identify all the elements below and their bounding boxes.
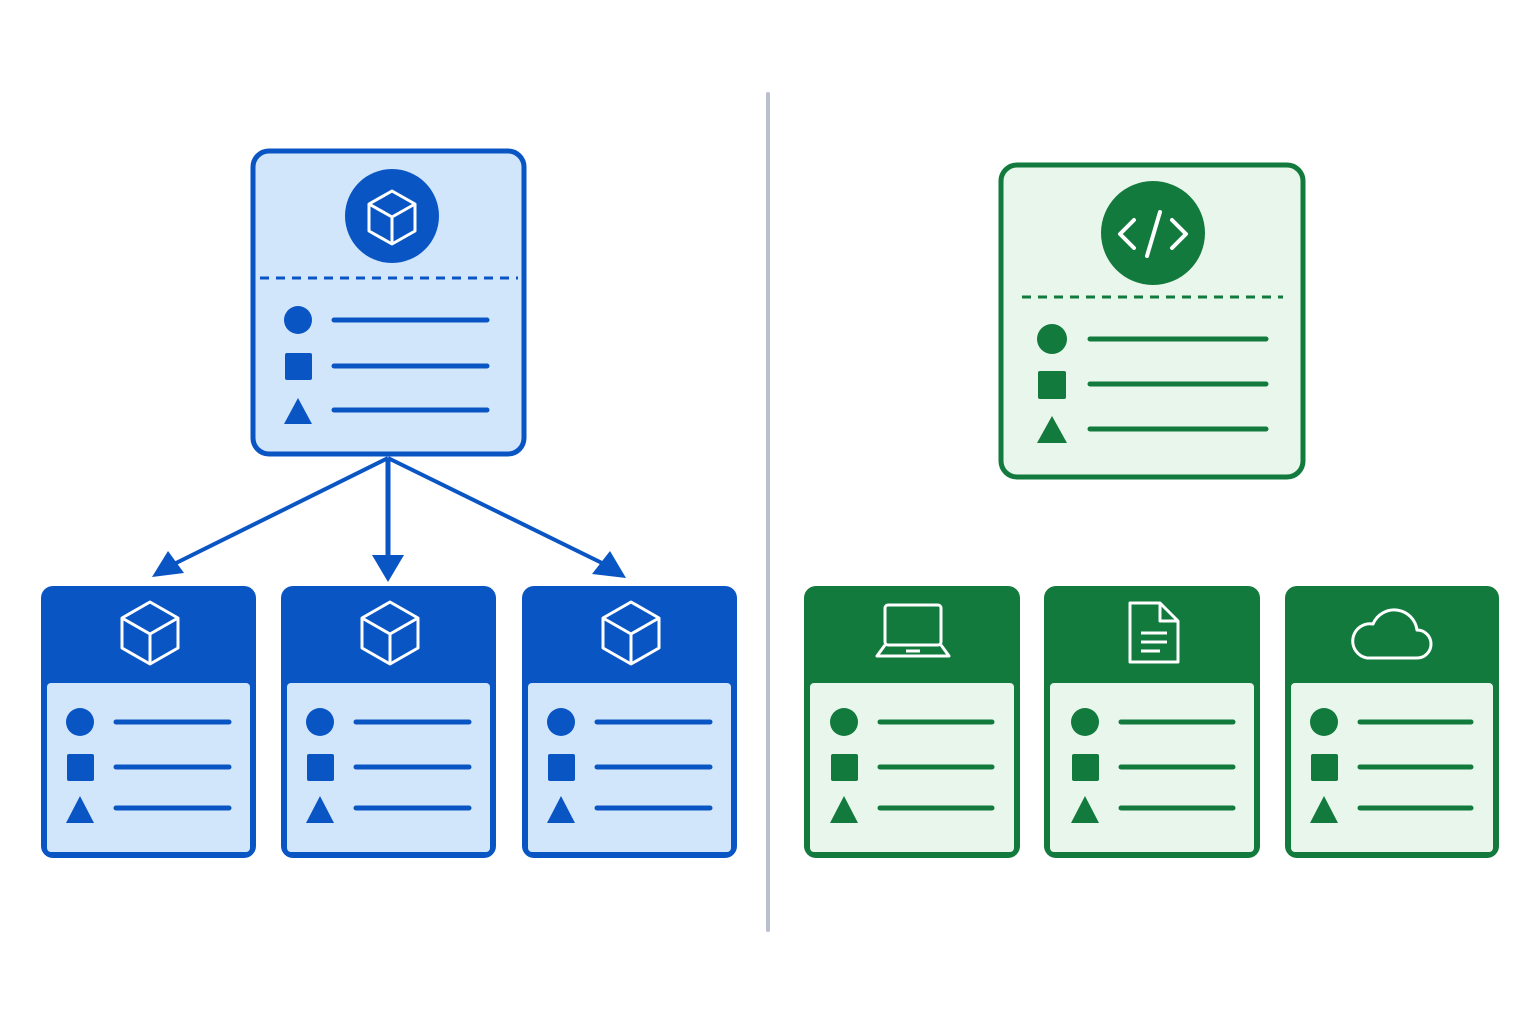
child-card bbox=[281, 586, 496, 858]
cube-icon bbox=[601, 600, 661, 666]
cube-icon bbox=[367, 189, 417, 246]
parent-card bbox=[250, 148, 527, 457]
triangle-bullet bbox=[306, 796, 334, 823]
square-bullet bbox=[67, 754, 94, 781]
square-bullet bbox=[831, 754, 858, 781]
square-bullet bbox=[307, 754, 334, 781]
triangle-bullet bbox=[830, 796, 858, 823]
arrowhead bbox=[152, 551, 184, 577]
arrowhead bbox=[592, 551, 626, 578]
child-card bbox=[41, 586, 256, 858]
circle-bullet bbox=[1310, 708, 1338, 736]
square-bullet bbox=[1072, 754, 1099, 781]
circle-bullet bbox=[1071, 708, 1099, 736]
triangle-bullet bbox=[1037, 416, 1067, 443]
left-panel bbox=[41, 148, 737, 858]
square-bullet bbox=[285, 353, 312, 380]
triangle-bullet bbox=[1071, 796, 1099, 823]
cube-icon bbox=[120, 600, 180, 666]
circle-bullet bbox=[284, 306, 312, 334]
circle-bullet bbox=[830, 708, 858, 736]
arrowhead bbox=[372, 555, 404, 582]
circle-bullet bbox=[66, 708, 94, 736]
cloud-icon bbox=[1351, 608, 1433, 660]
triangle-bullet bbox=[284, 398, 312, 424]
child-card bbox=[522, 586, 737, 858]
code-icon bbox=[1118, 210, 1188, 258]
square-bullet bbox=[1311, 754, 1338, 781]
connector-arrows bbox=[152, 456, 626, 582]
circle-bullet bbox=[547, 708, 575, 736]
square-bullet bbox=[548, 754, 575, 781]
document-icon bbox=[1128, 601, 1180, 664]
triangle-bullet bbox=[547, 796, 575, 823]
triangle-bullet bbox=[66, 796, 94, 823]
triangle-bullet bbox=[1310, 796, 1338, 823]
child-card bbox=[804, 586, 1020, 858]
child-card bbox=[1285, 586, 1499, 858]
laptop-icon bbox=[875, 603, 951, 658]
cube-icon bbox=[360, 600, 420, 666]
circle-bullet bbox=[1037, 324, 1067, 354]
child-card bbox=[1044, 586, 1260, 858]
parent-card bbox=[998, 162, 1306, 480]
square-bullet bbox=[1038, 371, 1066, 399]
right-panel bbox=[804, 162, 1499, 858]
circle-bullet bbox=[306, 708, 334, 736]
